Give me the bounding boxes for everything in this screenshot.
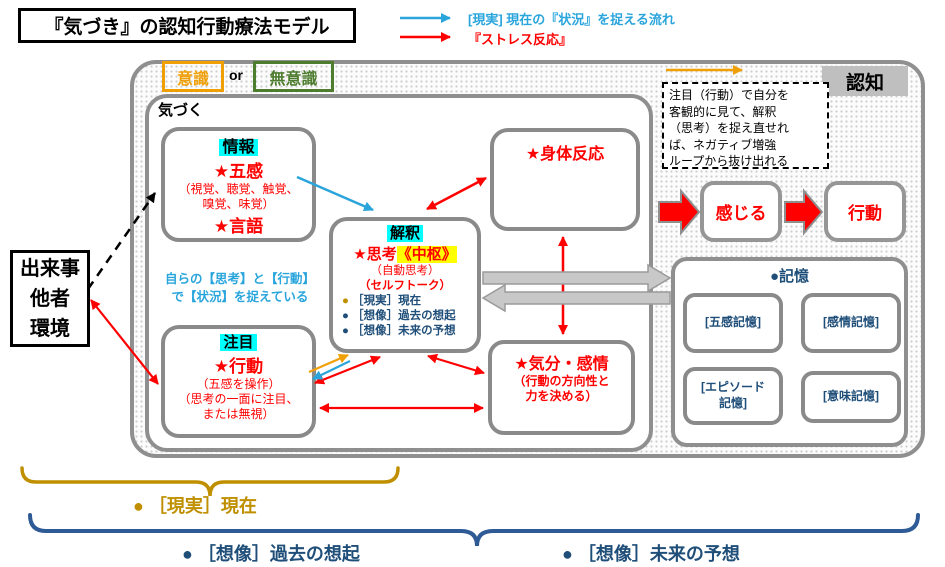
thought-label: ★思考 xyxy=(353,246,397,263)
event-line: 環境 xyxy=(30,317,70,340)
bullet-present: ● ［現実］現在 xyxy=(342,294,422,307)
body-reaction-label: ★身体反応 xyxy=(525,146,605,163)
attention-detail-line: または無視） xyxy=(202,407,275,421)
page-title: 『気づき』の認知行動療法モデル xyxy=(18,8,356,43)
attention-detail-line: （思考の一面に注目、 xyxy=(178,392,299,406)
attention-header: 注目 xyxy=(220,334,257,351)
event-line: 出来事 xyxy=(20,257,80,280)
memory-item-episode: [エピソード 記憶] xyxy=(683,367,783,425)
bullet-icon: ● xyxy=(342,310,349,323)
legend-stress-label: 『ストレス反応』 xyxy=(468,32,573,47)
cognition-label: 認知 xyxy=(822,66,908,96)
behavior-label: ★行動 xyxy=(213,357,264,376)
imagination-brace xyxy=(28,513,920,547)
information-header: 情報 xyxy=(219,139,258,156)
event-line: 他者 xyxy=(30,287,70,310)
mood-detail-line: 力を決める） xyxy=(525,389,598,403)
feel-box: 感じる xyxy=(700,181,782,242)
interpretation-header: 解釈 xyxy=(386,225,423,242)
note-line: ば、ネガティブ増強 xyxy=(669,137,777,152)
page-title-text: 『気づき』の認知行動療法モデル xyxy=(44,17,330,38)
body-reaction-box: ★身体反応 xyxy=(490,128,640,231)
bullet-icon: ● xyxy=(342,325,349,338)
mood-emotion-box: ★気分・感情 （行動の方向性と 力を決める） xyxy=(488,340,635,435)
information-box: 情報 ★五感 （視覚、聴覚、触覚、 嗅覚、味覚） ★言語 xyxy=(161,127,316,242)
language-label: ★言語 xyxy=(213,217,264,236)
senses-detail-line: 嗅覚、味覚） xyxy=(202,197,275,211)
attention-box: 注目 ★行動 （五感を操作） （思考の一面に注目、 または無視） xyxy=(161,325,316,438)
legend-real-flow-label: [現実] 現在の『状況』を捉える流れ xyxy=(468,12,675,27)
note-line: 注目（行動）で自分を xyxy=(669,88,790,102)
note-line: 客観的に見て、解釈 xyxy=(669,104,777,119)
attention-detail-line: （五感を操作） xyxy=(196,377,281,391)
core-label: 《中枢》 xyxy=(396,246,457,263)
interpretation-box: 解釈 ★思考《中枢》 （自動思考） （セルフトーク） ● ［現実］現在 ● ［想… xyxy=(329,217,481,353)
unconscious-box: 無意識 xyxy=(253,61,334,92)
action-box: 行動 xyxy=(824,181,906,242)
bottom-past-label: ● ［想像］過去の想起 xyxy=(182,544,360,564)
memory-item-emotion: [感情記憶] xyxy=(801,293,901,353)
memory-item-senses: [五感記憶] xyxy=(683,293,783,353)
bottom-present-label: ● ［現実］現在 xyxy=(133,496,257,516)
escape-loop-note: 注目（行動）で自分を 客観的に見て、解釈 （思考）を捉え直せれ ば、ネガティブ増… xyxy=(662,82,829,169)
memory-item-semantic: [意味記憶] xyxy=(801,371,901,423)
note-line: （思考）を捉え直せれ xyxy=(669,121,790,136)
bullet-icon: ● xyxy=(342,294,349,307)
or-label: or xyxy=(229,67,243,83)
mood-emotion-label: ★気分・感情 xyxy=(514,356,609,373)
bottom-future-label: ● ［想像］未来の予想 xyxy=(562,544,740,564)
conscious-box: 意識 xyxy=(162,61,224,92)
self-capture-text: 自らの【思考】と【行動】 で【状況】を捉えている xyxy=(164,272,315,305)
memory-header: ●記憶 xyxy=(769,268,810,285)
senses-detail-line: （視覚、聴覚、触覚、 xyxy=(178,182,299,196)
self-talk-label: （セルフトーク） xyxy=(359,279,451,292)
bullet-past: ● ［想像］過去の想起 xyxy=(342,310,456,323)
bullet-future: ● ［想像］未来の予想 xyxy=(342,325,456,338)
five-senses-label: ★五感 xyxy=(213,162,264,181)
memory-box: ●記憶 [五感記憶] [感情記憶] [エピソード 記憶] [意味記憶] xyxy=(671,257,908,447)
note-line: ループから抜け出れる xyxy=(669,154,789,169)
event-box: 出来事 他者 環境 xyxy=(10,250,90,347)
mood-detail-line: （行動の方向性と xyxy=(513,374,610,388)
awareness-label: 気づく xyxy=(158,102,204,119)
automatic-thought-label: （自動思考） xyxy=(370,265,440,277)
